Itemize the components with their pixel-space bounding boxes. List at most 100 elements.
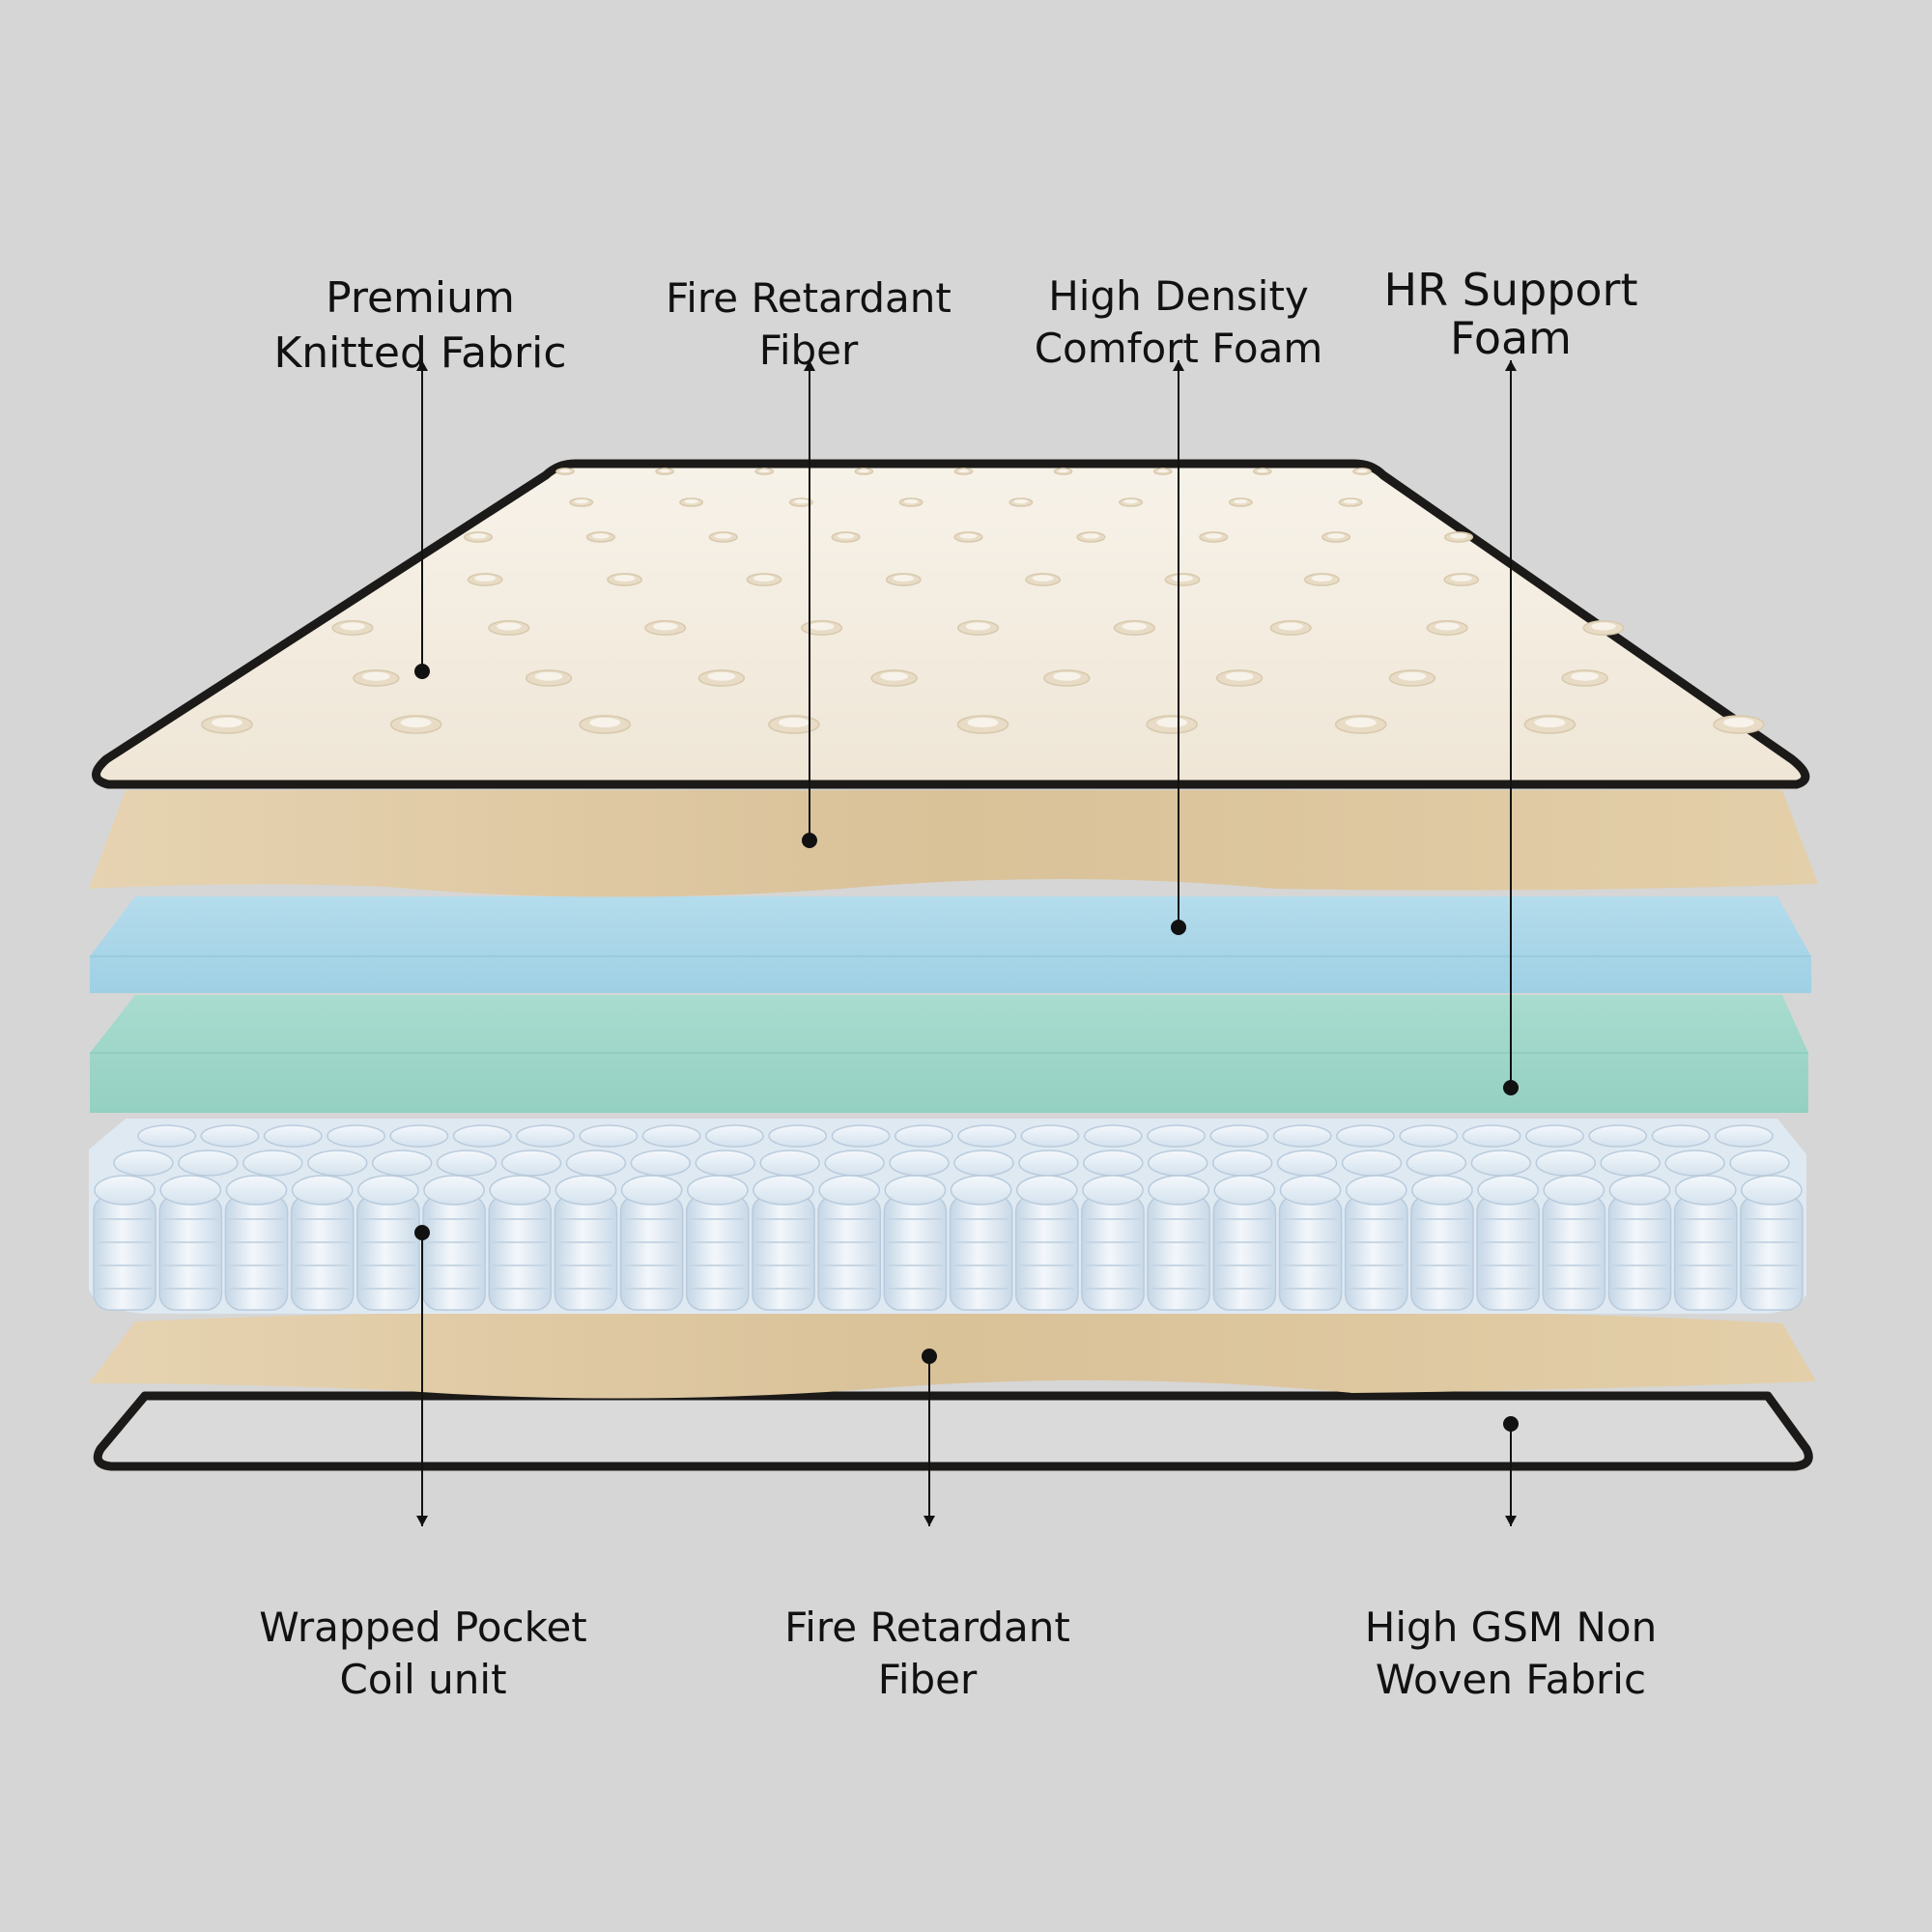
tuft-highlight (1013, 498, 1029, 504)
coil-pocket (1344, 1195, 1408, 1311)
tuft-highlight (957, 469, 970, 473)
coil-top (831, 1124, 891, 1148)
coil-top (137, 1124, 197, 1148)
coil-pocket (1410, 1195, 1474, 1311)
coil-top (705, 1124, 764, 1148)
tuft-highlight (497, 622, 522, 631)
leader-arrowhead (416, 1516, 428, 1526)
coil-top (1729, 1150, 1790, 1177)
tuft-highlight (837, 533, 855, 539)
tuft-highlight (212, 718, 242, 727)
coil-top (1406, 1150, 1467, 1177)
coil-top (824, 1150, 885, 1177)
coil-top (452, 1124, 512, 1148)
coil-pocket (1014, 1195, 1079, 1311)
tuft-highlight (893, 575, 915, 582)
coil-top (1276, 1150, 1338, 1177)
coil-top (389, 1124, 449, 1148)
non-woven-fabric-layer (93, 1391, 1813, 1471)
coil-top (200, 1124, 260, 1148)
tuft-highlight (778, 718, 810, 727)
coil-top (1082, 1175, 1144, 1206)
coil-top (242, 1150, 303, 1177)
tuft-highlight (1345, 718, 1377, 727)
coil-pocket (224, 1195, 289, 1311)
coil-top (423, 1175, 485, 1206)
coil-top (686, 1175, 749, 1206)
coil-pocket (554, 1195, 618, 1311)
coil-pocket (422, 1195, 486, 1311)
tuft-highlight (1205, 533, 1223, 539)
coil-top (357, 1175, 419, 1206)
leader-dot (922, 1349, 937, 1364)
coil-top (1674, 1175, 1737, 1206)
coil-pocket (1476, 1195, 1540, 1311)
leader-dot (1171, 920, 1186, 935)
coil-pocket (1542, 1195, 1606, 1311)
tuft-highlight (1225, 671, 1254, 681)
coil-top (113, 1150, 174, 1177)
tuft-highlight (1723, 718, 1754, 727)
leader-arrowhead (804, 360, 815, 371)
coil-top (263, 1124, 323, 1148)
coil-top (1020, 1124, 1080, 1148)
coil-top (489, 1175, 552, 1206)
coil-top (1341, 1150, 1403, 1177)
tuft-highlight (959, 533, 978, 539)
leader-lines (414, 360, 1519, 1526)
tuft-highlight (534, 671, 563, 681)
leader-arrowhead (416, 360, 428, 371)
tuft-highlight (340, 622, 365, 631)
coil-top (753, 1175, 814, 1206)
tuft-highlight (613, 575, 636, 582)
tuft-highlight (1052, 671, 1081, 681)
top-fiber-layer (89, 790, 1818, 897)
coil-top (579, 1124, 639, 1148)
coil-pocket (93, 1195, 156, 1311)
tuft-highlight (592, 533, 610, 539)
coil-pocket (949, 1195, 1013, 1311)
coil-top (1336, 1124, 1395, 1148)
coil-top (1525, 1124, 1584, 1148)
tuft-highlight (967, 718, 999, 727)
coil-pocket (752, 1195, 815, 1311)
coil-top (1279, 1175, 1342, 1206)
coil-pocket (817, 1195, 882, 1311)
coil-pocket (1212, 1195, 1277, 1311)
coil-top (818, 1175, 881, 1206)
leader-dot (414, 664, 430, 679)
tuft-highlight (1032, 575, 1054, 582)
tuft-highlight (652, 622, 678, 631)
tuft-highlight (1534, 718, 1566, 727)
coil-pocket (1740, 1195, 1804, 1311)
tuft-highlight (903, 498, 919, 504)
coil-pocket (619, 1195, 684, 1311)
coil-pocket (883, 1195, 948, 1311)
coil-top (1588, 1124, 1648, 1148)
bottom-fiber-layer (89, 1310, 1816, 1399)
tuft-highlight (1450, 533, 1467, 539)
tuft-highlight (1327, 533, 1345, 539)
pocket-coil-unit (89, 1119, 1806, 1314)
tuft-highlight (758, 469, 770, 473)
tuft-highlight (684, 498, 698, 504)
coil-top (565, 1150, 627, 1177)
coil-pocket (1147, 1195, 1211, 1311)
coil-pocket (290, 1195, 355, 1311)
coil-top (953, 1150, 1014, 1177)
support-foam-layer (90, 995, 1808, 1113)
coil-top (1714, 1124, 1774, 1148)
coil-top (225, 1175, 288, 1206)
tuft-highlight (965, 622, 991, 631)
coil-top (1213, 1175, 1276, 1206)
knitted-fabric-layer (92, 459, 1810, 789)
leader-dot (802, 833, 817, 848)
coil-top (1664, 1150, 1725, 1177)
tuft-highlight (753, 575, 775, 582)
tuft-highlight (659, 469, 670, 473)
coil-top (759, 1150, 820, 1177)
coil-top (1148, 1175, 1210, 1206)
